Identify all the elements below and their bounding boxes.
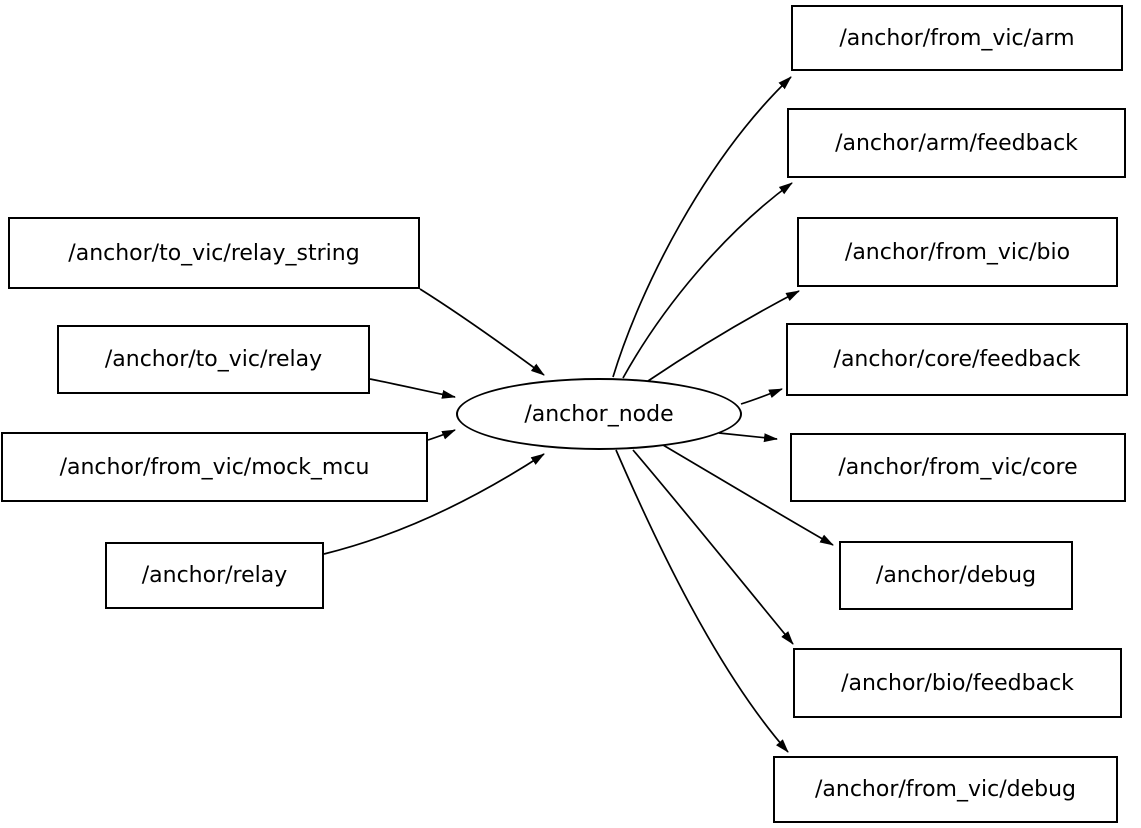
edge-to_vic_relay-to-anchor_node (369, 378, 456, 399)
topic-node-bio_feedback[interactable]: /anchor/bio/feedback (793, 648, 1122, 718)
topic-node-arm_feedback[interactable]: /anchor/arm/feedback (787, 108, 1126, 178)
topic-node-label: /anchor/arm/feedback (835, 130, 1078, 156)
edge-anchor_node-to-from_vic_bio (647, 290, 800, 382)
graph-node-anchor-node[interactable]: /anchor_node (456, 378, 742, 450)
topic-node-label: /anchor/relay (141, 563, 288, 588)
topic-node-from_vic_debug[interactable]: /anchor/from_vic/debug (773, 756, 1118, 823)
edge-anchor_node-to-from_vic_arm (612, 76, 792, 378)
topic-node-label: /anchor/from_vic/debug (814, 777, 1076, 802)
topic-node-from_vic_arm[interactable]: /anchor/from_vic/arm (791, 5, 1123, 71)
topic-node-label: /anchor/core/feedback (833, 347, 1081, 372)
topic-node-from_vic_mock_mcu[interactable]: /anchor/from_vic/mock_mcu (1, 432, 428, 502)
topic-node-from_vic_bio[interactable]: /anchor/from_vic/bio (797, 217, 1118, 287)
edge-from_vic_mock_mcu-to-anchor_node (427, 429, 456, 441)
topic-node-label: /anchor/bio/feedback (841, 670, 1074, 696)
topic-node-label: /anchor/debug (875, 563, 1037, 588)
topic-node-label: /anchor/from_vic/mock_mcu (59, 454, 370, 480)
topic-node-from_vic_core[interactable]: /anchor/from_vic/core (790, 433, 1126, 502)
edge-relay-to-anchor_node (323, 453, 545, 555)
edge-anchor_node-to-from_vic_core (718, 432, 778, 443)
edge-anchor_node-to-debug (662, 444, 834, 546)
edge-to_vic_relay_string-to-anchor_node (419, 288, 545, 376)
edge-anchor_node-to-bio_feedback (632, 449, 794, 645)
edge-anchor_node-to-from_vic_debug (615, 449, 789, 753)
graph-node-label: /anchor_node (524, 401, 674, 427)
topic-node-label: /anchor/from_vic/bio (844, 239, 1071, 265)
topic-node-core_feedback[interactable]: /anchor/core/feedback (786, 323, 1128, 396)
topic-node-label: /anchor/to_vic/relay (104, 347, 323, 372)
edge-anchor_node-to-core_feedback (740, 388, 783, 405)
topic-node-to_vic_relay_string[interactable]: /anchor/to_vic/relay_string (8, 217, 420, 289)
topic-node-relay[interactable]: /anchor/relay (105, 542, 324, 609)
topic-node-label: /anchor/to_vic/relay_string (68, 240, 360, 266)
edge-anchor_node-to-arm_feedback (622, 182, 793, 379)
topic-node-label: /anchor/from_vic/arm (839, 25, 1075, 51)
topic-node-to_vic_relay[interactable]: /anchor/to_vic/relay (57, 325, 370, 394)
topic-node-label: /anchor/from_vic/core (838, 455, 1078, 480)
topic-node-debug[interactable]: /anchor/debug (839, 541, 1073, 610)
